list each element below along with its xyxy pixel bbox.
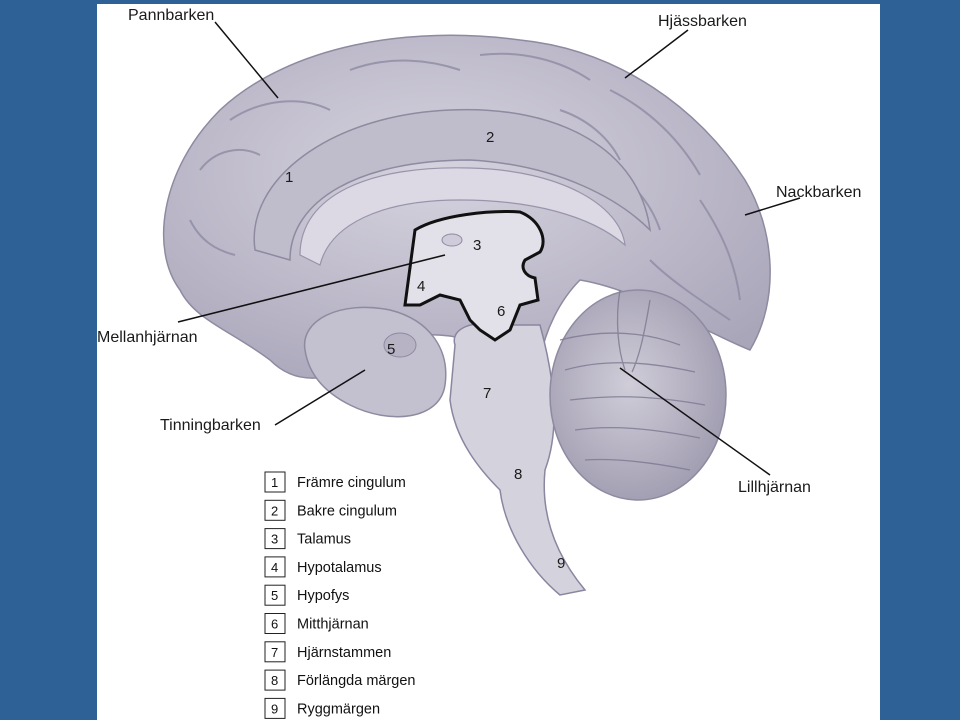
legend-label: Främre cingulum [297, 475, 406, 491]
temporal-lobe [303, 306, 447, 418]
legend-label: Mitthjärnan [297, 617, 369, 633]
label-pannbarken: Pannbarken [128, 7, 214, 24]
legend-label: Förlängda märgen [297, 673, 416, 689]
legend-item: 6 Mitthjärnan [264, 613, 369, 634]
legend-item: 3 Talamus [264, 528, 351, 550]
legend-number: 8 [271, 673, 278, 688]
legend-number: 2 [271, 503, 278, 518]
cerebellum-shape [549, 289, 727, 501]
thalamus-outline [403, 210, 545, 342]
label-tinningbarken: Tinningbarken [160, 417, 261, 434]
label-mellanhjarnan: Mellanhjärnan [97, 329, 198, 346]
legend-number-box [264, 471, 286, 493]
legend-number-box [264, 528, 286, 550]
corpus-callosum [299, 167, 626, 266]
legend-number-box [264, 584, 286, 606]
legend-number-box [264, 669, 286, 691]
region-number-3: 3 [473, 237, 481, 254]
legend-item: 5 Hypofys [264, 584, 349, 606]
legend-item: 7 Hjärnstammen [264, 641, 391, 663]
legend-number-box [264, 556, 286, 578]
legend-number: 1 [271, 475, 278, 490]
legend-label: Ryggmärgen [297, 701, 380, 717]
legend-item: 1 Främre cingulum [264, 471, 406, 493]
legend-number-box [264, 499, 286, 521]
cerebellum-folia [559, 289, 706, 471]
legend-number: 6 [271, 617, 278, 632]
label-nackbarken: Nackbarken [776, 184, 861, 201]
legend-label: Hypofys [297, 588, 349, 604]
label-lillhjarnan: Lillhjärnan [738, 479, 811, 496]
cingulate-gyrus [253, 108, 652, 261]
leader-lines [177, 21, 801, 476]
legend-item: 8 Förlängda märgen [264, 669, 416, 691]
legend-item: 2 Bakre cingulum [264, 499, 397, 521]
legend-label: Hypotalamus [297, 560, 382, 576]
legend-label: Bakre cingulum [297, 503, 397, 519]
thalamus-adhesion [441, 233, 463, 247]
legend-item: 9 Ryggmärgen [264, 697, 380, 719]
region-number-4: 4 [417, 278, 425, 295]
legend-number: 3 [271, 532, 278, 547]
legend-label: Talamus [297, 532, 351, 548]
pituitary-shape [383, 332, 417, 358]
region-number-8: 8 [514, 466, 522, 483]
legend-number-box [264, 697, 286, 719]
legend-number-box [264, 641, 286, 663]
gyri-lines [189, 52, 741, 321]
legend-number: 5 [271, 588, 278, 603]
label-hjassbarken: Hjässbarken [658, 13, 747, 30]
legend-number: 9 [271, 701, 278, 716]
legend-number: 4 [271, 560, 278, 575]
region-number-6: 6 [497, 303, 505, 320]
region-number-1: 1 [285, 169, 293, 186]
legend: 1 Främre cingulum 2 Bakre cingulum 3 Talamus 4… [264, 471, 416, 719]
region-number-7: 7 [483, 385, 491, 402]
legend-item: 4 Hypotalamus [264, 556, 382, 578]
region-number-5: 5 [387, 341, 395, 358]
region-number-2: 2 [486, 129, 494, 146]
region-number-9: 9 [557, 555, 565, 572]
legend-label: Hjärnstammen [297, 645, 391, 661]
legend-number: 7 [271, 645, 278, 660]
legend-number-box [264, 613, 286, 634]
